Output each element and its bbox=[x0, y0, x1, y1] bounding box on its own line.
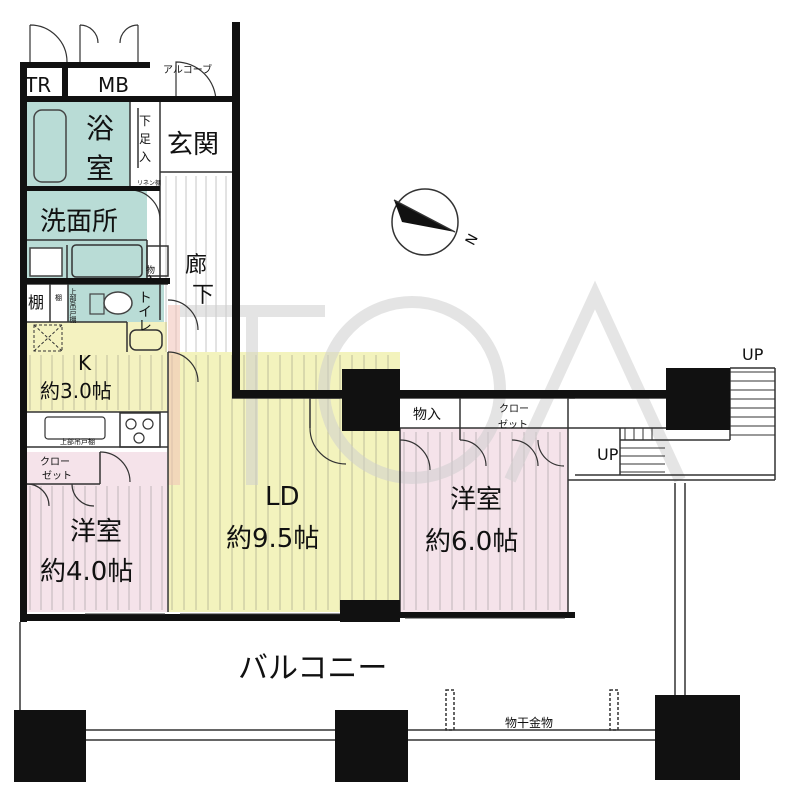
balcony-label: バルコニー bbox=[238, 651, 387, 686]
western-right-size: 約6.0帖 bbox=[425, 527, 518, 557]
column bbox=[666, 368, 730, 430]
kitchen-fill bbox=[27, 322, 167, 412]
walls bbox=[14, 22, 740, 782]
north-arrow-icon bbox=[391, 188, 459, 256]
door-swings bbox=[26, 24, 565, 507]
alcove-label: アルコーブ bbox=[163, 63, 212, 76]
kitchen-storage-cross bbox=[33, 324, 63, 352]
sink-icon bbox=[29, 247, 63, 277]
entrance-label: 玄関 bbox=[167, 130, 219, 160]
column bbox=[655, 695, 740, 780]
stove-icon bbox=[44, 416, 154, 444]
washroom-label: 洗面所 bbox=[40, 207, 118, 237]
closet-right-label: クロー bbox=[499, 403, 529, 415]
shoe-storage-label: 下 bbox=[139, 114, 151, 128]
stair-treads bbox=[620, 371, 775, 473]
column bbox=[342, 369, 400, 431]
laundry-hanger-label: 物干金物 bbox=[505, 715, 553, 730]
shoe-storage-label-3: 入 bbox=[139, 150, 151, 164]
shelf-small-label: 棚 bbox=[55, 293, 62, 302]
ld-size: 約9.5帖 bbox=[226, 524, 319, 554]
hallway-label: 廊 bbox=[185, 253, 207, 278]
tr-label: TR bbox=[24, 73, 51, 97]
bathroom-fill bbox=[27, 102, 130, 190]
upper-shelf-label-2: 上部吊戸棚 bbox=[60, 437, 95, 446]
shoe-storage-label-2: 足 bbox=[139, 132, 151, 146]
storage-right-label: 物入 bbox=[413, 407, 441, 423]
north-label: N bbox=[463, 231, 482, 248]
bathroom-label-2: 室 bbox=[86, 152, 114, 185]
toilet-icon bbox=[89, 291, 133, 315]
shelf-label: 棚 bbox=[28, 293, 44, 312]
kitchen-name: K bbox=[78, 351, 92, 375]
labels: TR MB アルコーブ 浴 室 下 足 入 玄関 リネン棚 洗面所 物入 廊 下… bbox=[24, 63, 764, 730]
closet-left-label-2: ゼット bbox=[42, 470, 72, 482]
closet-left-label: クロー bbox=[40, 456, 70, 468]
western-left-size: 約4.0帖 bbox=[40, 557, 133, 587]
room-fills bbox=[27, 102, 568, 612]
linen-shelf-label: リネン棚 bbox=[137, 179, 161, 187]
kitchen-size: 約3.0帖 bbox=[40, 379, 112, 403]
storage-small-label: 物入 bbox=[144, 264, 155, 283]
western-left-fill bbox=[27, 452, 167, 612]
column bbox=[340, 600, 400, 622]
upper-shelf-label: 上部吊戸棚 bbox=[69, 287, 77, 324]
stair-up-label: UP bbox=[742, 345, 764, 364]
hallway-label-2: 下 bbox=[192, 283, 214, 308]
window-marks bbox=[85, 613, 565, 619]
ld-name: LD bbox=[265, 482, 300, 512]
closet-right-label-2: ゼット bbox=[498, 419, 528, 431]
column bbox=[335, 710, 408, 782]
bathtub-icon bbox=[33, 109, 67, 183]
mb-label: MB bbox=[98, 73, 129, 97]
western-right-name: 洋室 bbox=[450, 485, 502, 515]
western-left-name: 洋室 bbox=[70, 517, 122, 547]
column bbox=[14, 710, 86, 782]
bathroom-label: 浴 bbox=[86, 112, 114, 145]
stair-up-label-2: UP bbox=[597, 445, 619, 464]
toilet-label: トイレ bbox=[136, 290, 152, 332]
